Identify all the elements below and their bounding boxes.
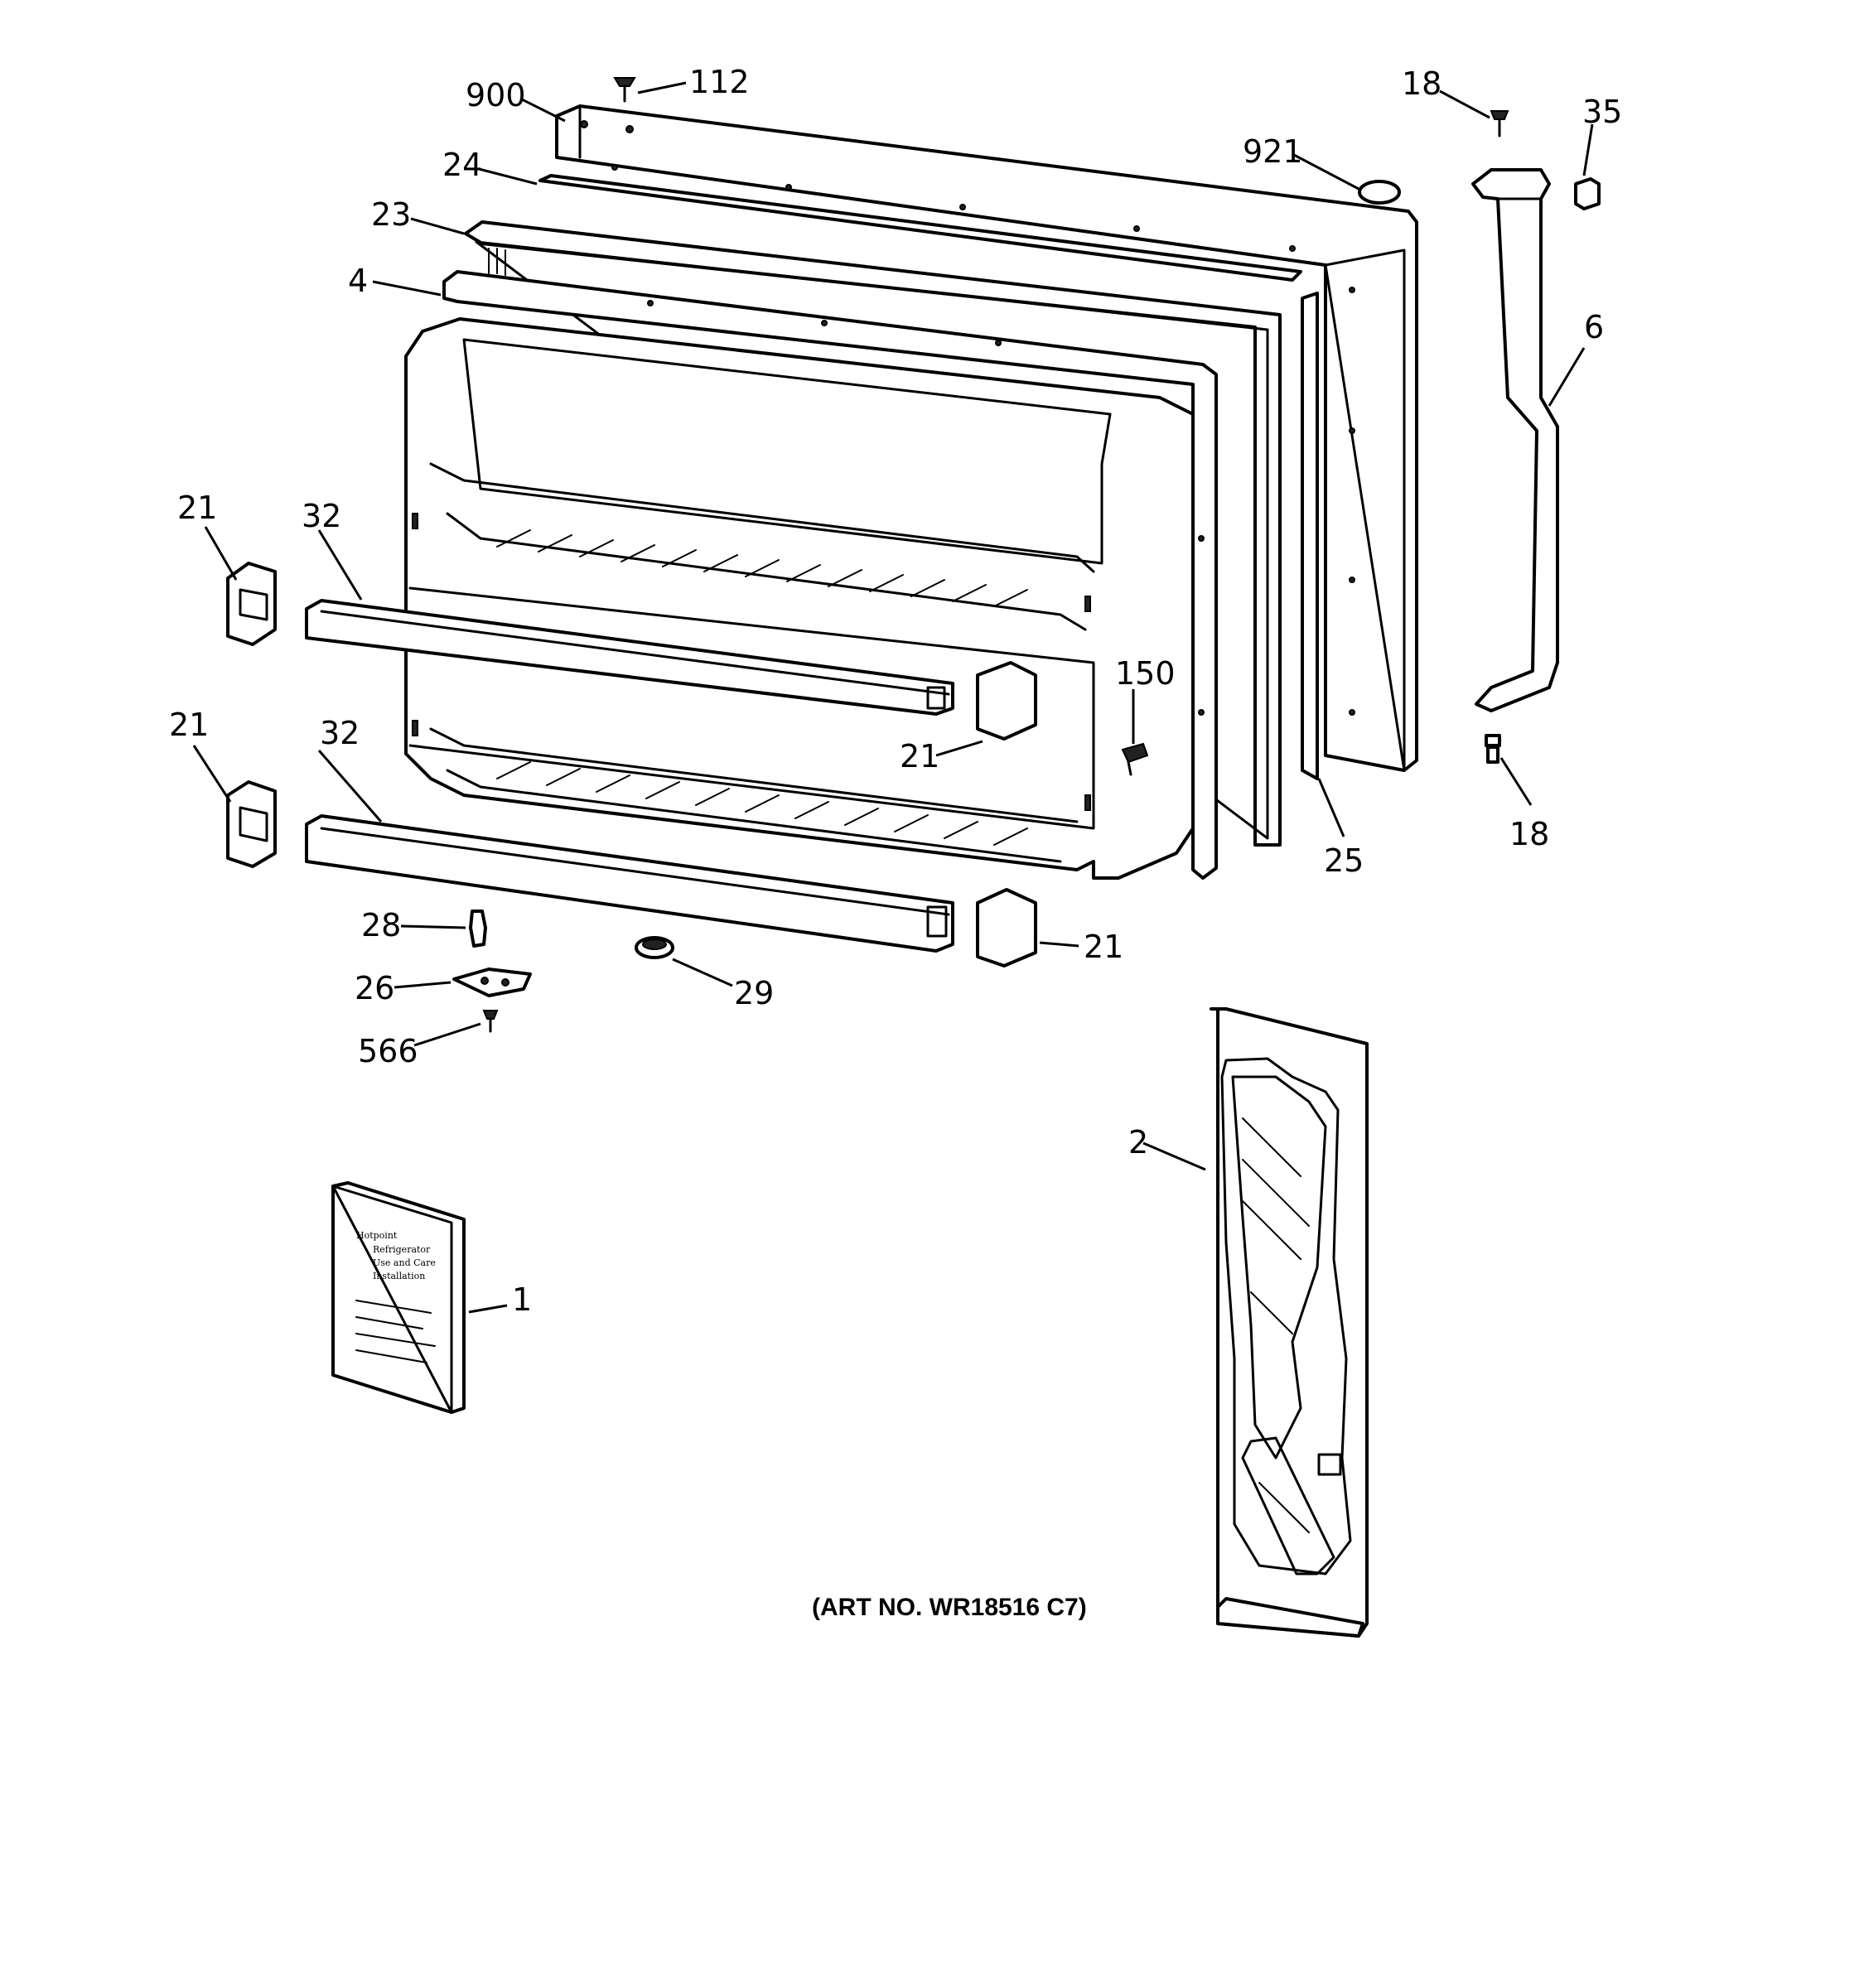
callout-26: 26 <box>355 970 394 1006</box>
door-handle-part <box>1471 168 1559 712</box>
screw-150-part <box>1121 742 1149 776</box>
shelf-end-cap-lower-right-part <box>976 888 1037 967</box>
leader-lines <box>192 81 1594 1314</box>
callout-23: 23 <box>371 196 411 233</box>
screw-112-part <box>613 77 636 103</box>
callout-921: 921 <box>1243 133 1303 170</box>
door-inner-shell-part <box>404 317 1195 880</box>
manual-brand-text: Hotpoint <box>356 1230 398 1241</box>
door-shelf-bar-upper-part <box>305 599 954 716</box>
callout-2: 2 <box>1128 1124 1148 1160</box>
callout-labels: 900 112 24 23 4 921 18 35 6 21 32 21 32 … <box>169 64 1622 1318</box>
door-strip-part <box>538 174 1302 282</box>
callout-21-lower-right: 21 <box>1084 929 1123 965</box>
callout-24: 24 <box>442 147 482 183</box>
callout-29: 29 <box>734 975 774 1011</box>
callout-566: 566 <box>358 1033 418 1069</box>
callout-18-top: 18 <box>1402 65 1441 102</box>
callout-25: 25 <box>1324 842 1364 879</box>
callout-112: 112 <box>689 64 750 100</box>
callout-32-lower: 32 <box>320 715 360 751</box>
art-number-label: (ART NO. WR18516 C7) <box>812 1594 1087 1621</box>
screw-18-bottom-part <box>1485 734 1501 764</box>
door-shelf-bar-lower-part <box>305 814 954 953</box>
callout-150: 150 <box>1115 655 1176 692</box>
callout-4: 4 <box>348 263 368 299</box>
callout-32-upper: 32 <box>302 498 341 534</box>
plug-921-part <box>1358 180 1401 205</box>
handle-cap-35-part <box>1574 177 1601 210</box>
callout-6: 6 <box>1584 309 1604 345</box>
manual-line1-text: Refrigerator <box>373 1244 431 1255</box>
owners-manual-part: Hotpoint Refrigerator Use and Care Insta… <box>331 1181 466 1414</box>
screw-18-top-part <box>1490 110 1509 138</box>
callout-18-bottom: 18 <box>1509 816 1549 852</box>
callout-35: 35 <box>1582 94 1622 130</box>
callout-21-middle: 21 <box>900 738 939 774</box>
plug-29-part <box>635 936 674 959</box>
pin-28-part <box>469 910 487 948</box>
callout-21-lower-left: 21 <box>169 707 209 743</box>
hinge-plate-26-part <box>452 967 532 997</box>
manual-line3-text: Installation <box>373 1271 425 1281</box>
shelf-end-cap-middle-part <box>976 661 1037 741</box>
callout-28: 28 <box>361 907 401 943</box>
screw-566-part <box>482 1010 499 1033</box>
shelf-end-cap-lower-left-part <box>226 780 277 868</box>
shelf-end-cap-upper-left-part <box>226 562 277 646</box>
callout-1: 1 <box>512 1281 532 1318</box>
callout-900: 900 <box>466 77 526 113</box>
callout-21-upper-left: 21 <box>177 490 217 526</box>
door-liner-part <box>442 270 1218 880</box>
manual-line2-text: Use and Care <box>373 1257 436 1268</box>
door-panel-insert-part <box>1210 1007 1369 1638</box>
side-seal-part <box>1301 292 1319 780</box>
door-outer-panel-part <box>555 104 1418 772</box>
